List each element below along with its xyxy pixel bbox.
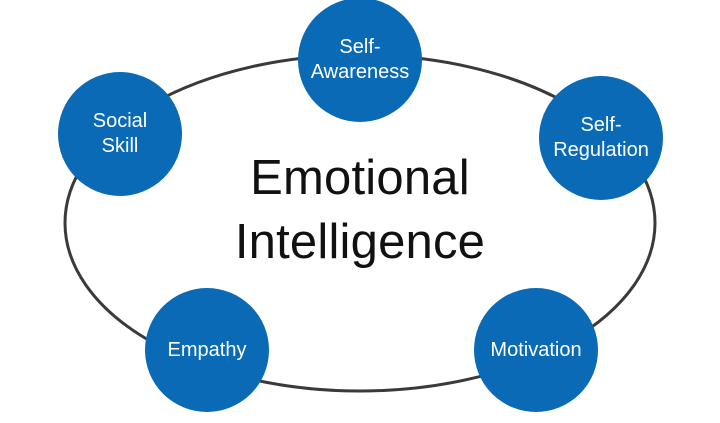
empathy-node: Empathy bbox=[145, 288, 269, 412]
title-line-2: Intelligence bbox=[234, 215, 486, 269]
self-regulation-node: Self- Regulation bbox=[539, 76, 663, 200]
self-awareness-label: Self- Awareness bbox=[310, 36, 410, 83]
empathy-label: Empathy bbox=[167, 338, 247, 361]
motivation-label: Motivation bbox=[490, 338, 582, 361]
motivation-node: Motivation bbox=[474, 288, 598, 412]
self-regulation-label: Self- Regulation bbox=[553, 114, 649, 161]
social-skill-node: Social Skill bbox=[58, 72, 182, 196]
title-line-1: Emotional bbox=[250, 151, 470, 205]
social-skill-label: Social Skill bbox=[92, 110, 148, 157]
self-awareness-node: Self- Awareness bbox=[298, 0, 422, 122]
diagram-title: Emotional Intelligence bbox=[180, 146, 540, 274]
